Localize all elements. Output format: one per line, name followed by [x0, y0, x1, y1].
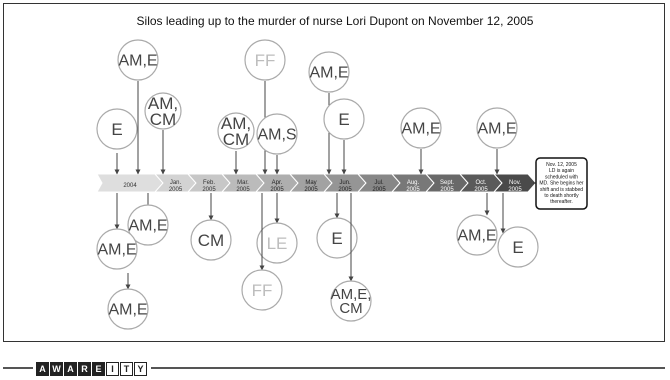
event-circle: [256, 222, 298, 264]
event-circle: [476, 107, 518, 149]
timeline-segment-label: 2004: [123, 183, 137, 189]
final-event-text: scheduled with: [545, 174, 578, 180]
logo-letter: A: [64, 362, 77, 376]
final-event-text: LD is again: [549, 168, 574, 174]
event-circle: [96, 228, 138, 270]
event-circle: [256, 113, 298, 155]
logo-letter: I: [106, 362, 119, 376]
timeline-segment: [492, 173, 537, 193]
timeline-segment-label: Jan.: [170, 180, 182, 186]
timeline-segment-label: Sept.: [440, 180, 454, 186]
event-label: AM,E,: [331, 286, 372, 303]
event-label: CM: [339, 300, 362, 317]
timeline-segment-year: 2005: [169, 187, 183, 193]
event-label: FF: [252, 281, 273, 300]
timeline-segment-year: 2005: [338, 187, 352, 193]
event-circle: [117, 39, 159, 81]
timeline-segment-label: Jul.: [374, 180, 384, 186]
event-label: CM: [150, 110, 176, 129]
logo-letter: E: [92, 362, 105, 376]
event-circle: [107, 288, 149, 330]
event-label: FF: [255, 51, 276, 70]
timeline-segment-year: 2005: [508, 187, 522, 193]
event-circle: [456, 214, 498, 256]
event-label: CM: [223, 130, 249, 149]
event-label: E: [338, 110, 349, 129]
timeline-segment-year: 2005: [474, 187, 488, 193]
event-label: AM,: [221, 114, 251, 133]
final-event-text: MD. She begins her: [539, 181, 584, 187]
event-label: AM,E: [457, 228, 496, 245]
timeline-segment-year: 2005: [270, 187, 284, 193]
timeline-segment-label: Oct.: [475, 180, 486, 186]
diagram-title: Silos leading up to the murder of nurse …: [136, 14, 534, 28]
timeline-segment-year: 2005: [372, 187, 386, 193]
footer: A W A R E I T Y: [3, 346, 665, 378]
event-circle: [308, 51, 350, 93]
timeline-segment-year: 2005: [440, 187, 454, 193]
event-label: E: [512, 238, 523, 257]
timeline-segment-year: 2005: [304, 187, 318, 193]
final-event-box: [535, 157, 588, 210]
timeline-segment-label: Apr.: [272, 180, 283, 186]
timeline-segment-label: Feb.: [203, 180, 215, 186]
event-circle: [497, 226, 539, 268]
event-label: CM: [198, 231, 224, 250]
event-circle: [217, 112, 255, 150]
timeline-segment-year: 2005: [236, 187, 250, 193]
footer-rule: [3, 367, 665, 369]
event-label: AM,E: [118, 53, 157, 70]
event-label: AM,S: [257, 127, 296, 144]
final-event-text: to death shortly: [544, 193, 579, 199]
event-circle: [241, 269, 283, 311]
timeline-segment-year: 2005: [406, 187, 420, 193]
event-circle: [127, 204, 169, 246]
event-label: AM,E: [309, 65, 348, 82]
event-circle: [316, 217, 358, 259]
event-circle: [400, 107, 442, 149]
logo-letter: W: [50, 362, 63, 376]
timeline-segment-year: 2005: [202, 187, 216, 193]
event-circle: [323, 98, 365, 140]
event-label: AM,: [148, 94, 178, 113]
event-label: LE: [267, 234, 288, 253]
event-label: AM,E: [477, 121, 516, 138]
timeline-segment-label: Nov.: [509, 180, 521, 186]
final-event-text: thereafter.: [550, 199, 573, 205]
timeline-segment-label: Mar.: [237, 180, 249, 186]
event-circle: [244, 39, 286, 81]
event-circle: [190, 219, 232, 261]
awareity-logo: A W A R E I T Y: [33, 362, 151, 376]
timeline-segment-label: Jun.: [339, 180, 351, 186]
timeline-segment-label: Aug.: [407, 180, 420, 186]
logo-letter: Y: [134, 362, 147, 376]
event-label: E: [331, 229, 342, 248]
event-circle: [96, 108, 138, 150]
event-label: AM,E: [108, 302, 147, 319]
event-circle: [330, 280, 372, 322]
event-circle: [144, 92, 182, 130]
event-label: AM,E: [401, 121, 440, 138]
logo-letter: A: [36, 362, 49, 376]
logo-letter: R: [78, 362, 91, 376]
event-label: E: [111, 120, 122, 139]
timeline-segment-label: May: [305, 180, 316, 186]
logo-letter: T: [120, 362, 133, 376]
final-event-text: shift and is stabbed: [540, 187, 583, 193]
event-label: AM,E: [97, 242, 136, 259]
event-label: AM,E: [128, 218, 167, 235]
final-event-text: Nov. 12, 2005: [546, 162, 577, 168]
